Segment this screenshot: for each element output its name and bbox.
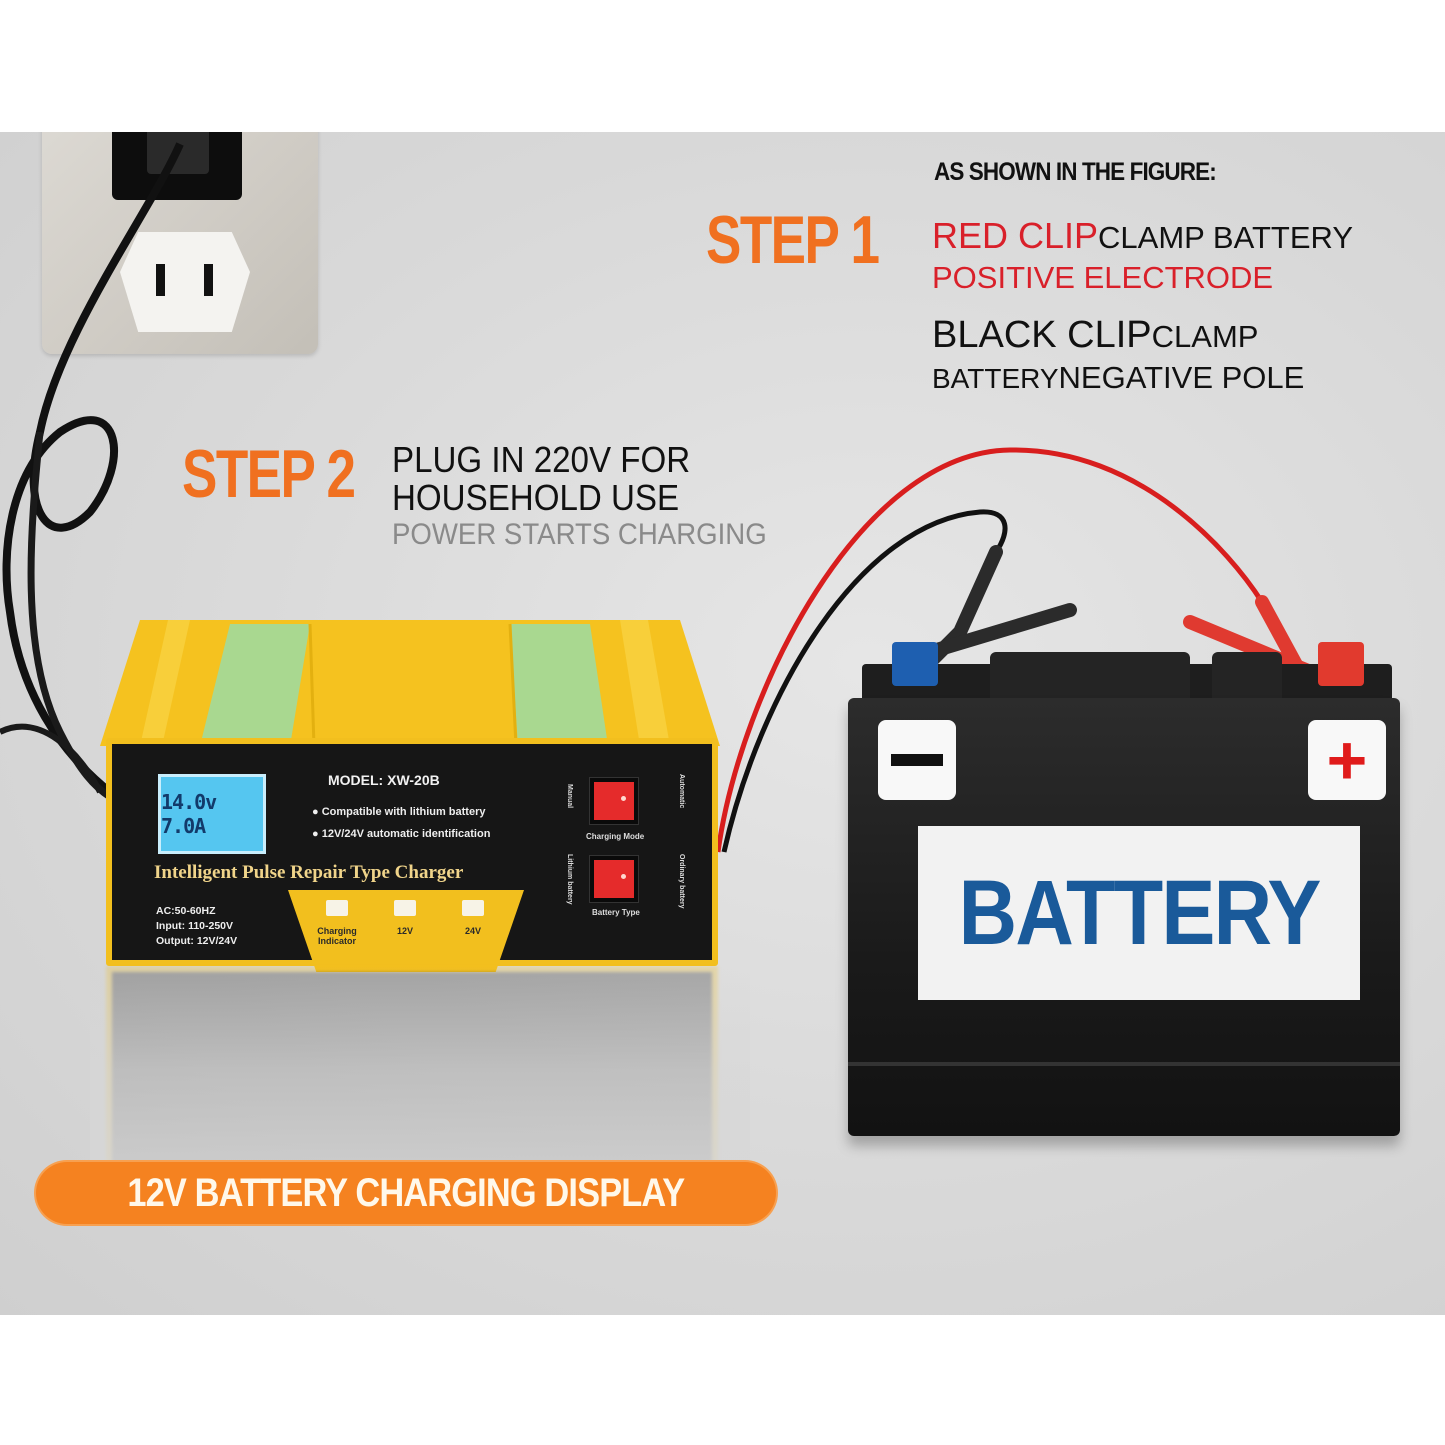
red-clip-label: RED CLIP [932, 215, 1099, 256]
black-line2-negative: NEGATIVE POLE [1058, 360, 1305, 395]
step2-line3: POWER STARTS CHARGING [392, 518, 767, 551]
banner-text: 12V BATTERY CHARGING DISPLAY [127, 1170, 685, 1215]
charging-display-banner: 12V BATTERY CHARGING DISPLAY [36, 1162, 776, 1224]
negative-terminal [892, 642, 938, 686]
lcd-display: 14.0v 7.0A [158, 774, 266, 854]
charging-indicator-led [326, 900, 348, 916]
battery-type-switch[interactable] [590, 856, 638, 902]
step1-black-line1: BLACK CLIPCLAMP [932, 316, 1258, 354]
step1-title: STEP 1 [706, 202, 880, 278]
indicator-label: 12V [396, 926, 413, 936]
step2-line1: PLUG IN 220V FOR [392, 439, 691, 480]
red-clip-suffix: CLAMP BATTERY [1098, 220, 1354, 255]
positive-terminal [1318, 642, 1364, 686]
spec-line: Output: 12V/24V [156, 935, 238, 947]
plus-icon: + [1308, 720, 1386, 800]
step1-red-line1: RED CLIPCLAMP BATTERY [932, 218, 1353, 254]
minus-bar [891, 754, 943, 766]
step2-title: STEP 2 [182, 436, 356, 512]
black-clip-label: BLACK CLIP [932, 314, 1152, 356]
battery-base-line [848, 1062, 1400, 1066]
switch-left-label: Manual [566, 784, 573, 809]
charging-mode-switch[interactable] [590, 778, 638, 824]
model-label: MODEL: XW-20B [328, 772, 440, 788]
minus-icon [878, 720, 956, 800]
feature-text: Compatible with lithium battery [321, 806, 486, 818]
24v-indicator-led [462, 900, 484, 916]
black-line2-battery: BATTERY [932, 363, 1059, 394]
product-name: Intelligent Pulse Repair Type Charger [154, 862, 464, 883]
feature-item: ● 12V/24V automatic identification [312, 828, 491, 840]
feature-item: ● Compatible with lithium battery [312, 806, 486, 818]
specs-block: AC:50-60HZ Input: 110-250V Output: 12V/2… [156, 904, 237, 949]
step1-black-line2: BATTERYNEGATIVE POLE [932, 362, 1304, 393]
socket-icon [120, 232, 250, 332]
switch-left-label: Lithium battery [566, 854, 573, 905]
black-clip-suffix: CLAMP [1151, 319, 1259, 354]
switch-right-label: Automatic [678, 774, 685, 809]
indicator-label: 24V [464, 926, 481, 936]
spec-line: AC:50-60HZ [156, 905, 216, 917]
feature-text: 12V/24V automatic identification [321, 828, 491, 840]
charger-top [100, 620, 720, 747]
step2-line2: HOUSEHOLD USE [392, 477, 680, 518]
socket-slot [204, 264, 213, 296]
infographic-panel: STEP 1 AS SHOWN IN THE FIGURE: RED CLIPC… [0, 132, 1445, 1315]
socket-slot [156, 264, 165, 296]
indicator-label: Charging Indicator [317, 926, 357, 946]
12v-indicator-led [394, 900, 416, 916]
battery-label: BATTERY [918, 826, 1360, 1000]
switch-right-label: Ordinary battery [678, 854, 685, 909]
indicator-panel: Charging Indicator 12V 24V [288, 890, 524, 972]
charger-front-panel: 14.0v 7.0A MODEL: XW-20B ● Compatible wi… [106, 738, 718, 972]
battery-label-text: BATTERY [958, 861, 1322, 964]
step1-heading: AS SHOWN IN THE FIGURE: [934, 158, 1217, 186]
spec-line: Input: 110-250V [156, 920, 234, 932]
battery-type-label: Battery Type [592, 908, 640, 917]
charging-mode-label: Charging Mode [586, 832, 645, 841]
step1-red-line2: POSITIVE ELECTRODE [932, 260, 1274, 295]
